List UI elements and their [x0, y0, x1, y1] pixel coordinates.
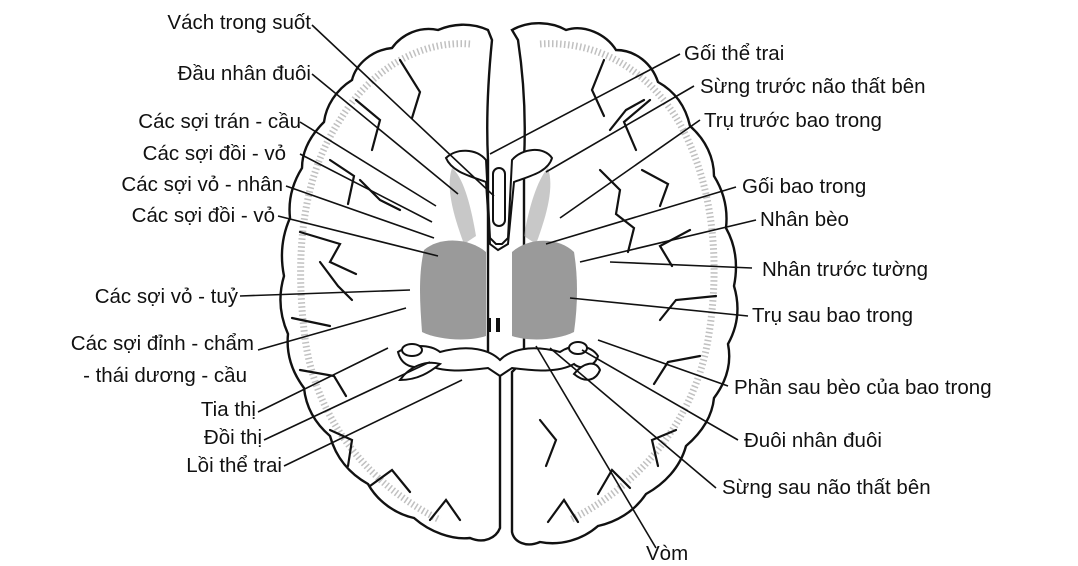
label-optic-radiation: Tia thị [201, 398, 256, 421]
label-tail-caudate-nucleus: Đuôi nhân đuôi [744, 429, 882, 452]
label-anterior-horn-lateral-ventricle: Sừng trước não thất bên [700, 75, 926, 98]
label-parieto-occipital-fibers: Các sợi đỉnh - chẩm [71, 332, 254, 355]
labels-left: Vách trong suốt Đầu nhân đuôi Các sợi tr… [71, 11, 312, 477]
label-posterior-limb-internal-capsule: Trụ sau bao trong [752, 304, 913, 327]
label-thalamocortical-fibers-1: Các sợi đồi - vỏ [143, 142, 286, 165]
label-claustrum: Nhân trước tường [762, 258, 928, 281]
label-splenium-corpus-callosum: Lồi thể trai [186, 454, 282, 477]
label-genu-internal-capsule: Gối bao trong [742, 175, 866, 198]
label-lentiform-nucleus: Nhân bèo [760, 208, 849, 231]
label-posterior-horn-lateral-ventricle: Sừng sau não thất bên [722, 476, 931, 499]
label-thalamocortical-fibers-2: Các sợi đồi - vỏ [132, 204, 275, 227]
label-genu-corpus-callosum: Gối thể trai [684, 42, 784, 65]
label-temporopontine-fibers: - thái dương - cầu [83, 364, 247, 387]
label-corticonuclear-fibers: Các sợi vỏ - nhân [121, 173, 283, 196]
label-anterior-limb-internal-capsule: Trụ trước bao trong [704, 109, 882, 132]
septum-pellucidum [493, 168, 505, 226]
label-fornix: Vòm [646, 542, 688, 565]
label-corticospinal-fibers: Các sợi vỏ - tuỷ [95, 285, 239, 308]
label-thalamus: Đồi thị [204, 426, 262, 449]
label-retrolentiform-part-internal-capsule: Phần sau bèo của bao trong [734, 376, 992, 399]
label-caudate-head: Đầu nhân đuôi [178, 62, 311, 85]
label-septum-pellucidum: Vách trong suốt [167, 11, 311, 34]
label-frontopontine-fibers: Các sợi trán - cầu [138, 110, 301, 133]
